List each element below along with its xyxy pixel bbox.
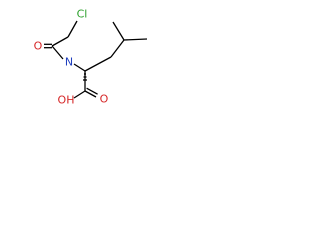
bond-carbonyl-n — [51, 45, 64, 60]
atom-carbonyl-oxygen: O — [34, 40, 43, 53]
atom-acid-oxygen: O — [100, 93, 109, 106]
bond-ch2-cl — [67, 20, 78, 38]
bond-carboxyl-double-2 — [86, 87, 98, 95]
bond-alpha-ch2 — [84, 56, 112, 72]
bonds — [44, 20, 148, 99]
bond-ch-ch3-up — [112, 21, 125, 41]
atom-chlorine: Cl — [77, 8, 88, 21]
atom-labels: Cl O N OH O — [34, 8, 109, 107]
bond-ch2-ch — [110, 39, 125, 58]
bond-n-alpha — [73, 63, 86, 72]
molecule-drawing: Cl O N OH O — [34, 8, 148, 107]
bond-carboxyl-oh — [73, 90, 86, 99]
atom-hydroxyl: OH — [58, 94, 75, 107]
atom-amide-nitrogen: N — [65, 56, 73, 69]
bond-ch2-carbonyl — [51, 36, 69, 47]
bond-ch-ch3-right — [123, 38, 148, 41]
bond-carboxyl-double-1 — [84, 90, 97, 98]
structure-canvas: Cl O N OH O — [0, 0, 171, 122]
